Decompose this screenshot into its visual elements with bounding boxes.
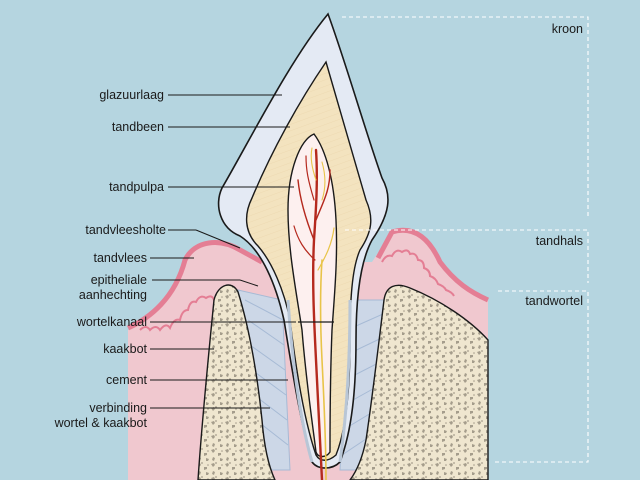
region-brackets: [342, 16, 589, 463]
label-epitheliale: epitheliale: [91, 273, 147, 287]
label-tandvlees: tandvlees: [93, 251, 147, 265]
label-cement: cement: [106, 373, 148, 387]
label-wortelkanaal: wortelkanaal: [76, 315, 147, 329]
region-tandwortel: tandwortel: [525, 294, 583, 308]
region-tandhals: tandhals: [536, 234, 583, 248]
label-tandpulpa: tandpulpa: [109, 180, 164, 194]
tooth-cementum: [286, 299, 352, 463]
leader-lines: [150, 94, 296, 409]
region-kroon: kroon: [552, 22, 583, 36]
label-kaakbot: kaakbot: [103, 342, 147, 356]
jaw-bone-left: [197, 284, 276, 480]
label-verbinding: verbinding: [89, 401, 147, 415]
label-tandvleesholte: tandvleesholte: [85, 223, 166, 237]
label-verbinding-sub: wortel & kaakbot: [54, 416, 148, 430]
label-tandbeen: tandbeen: [112, 120, 164, 134]
label-glazuurlaag: glazuurlaag: [99, 88, 164, 102]
jaw-bone-right: [349, 284, 489, 480]
label-aanhechting: aanhechting: [79, 288, 147, 302]
nerves-and-vessels: [293, 147, 335, 480]
